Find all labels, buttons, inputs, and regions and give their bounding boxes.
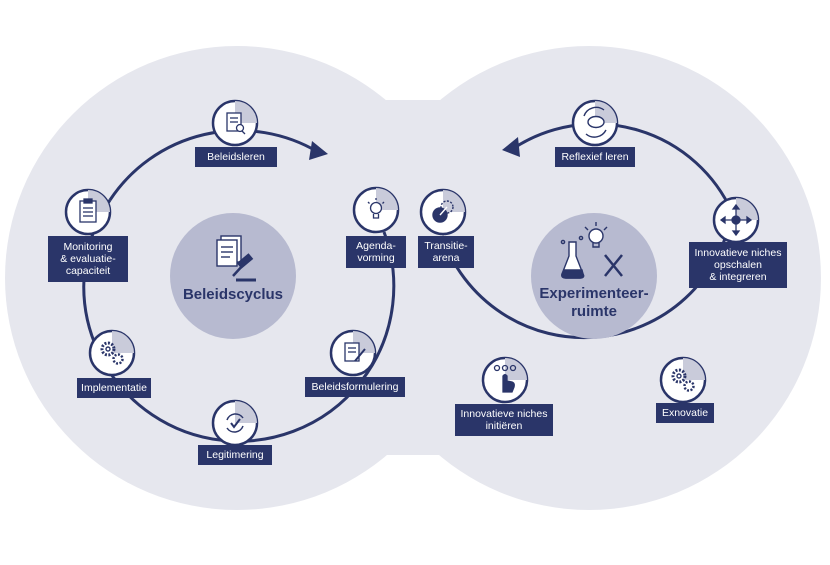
label-transitiearena: Transitie- arena (418, 236, 474, 268)
node-circle-agendavorming (352, 186, 400, 234)
left-cycle-arrowhead (309, 141, 328, 160)
clipboard-checklist-icon (79, 198, 97, 223)
target-arrow-icon (432, 200, 454, 223)
node-circle-exnovatie (659, 356, 707, 404)
check-cycle-icon (226, 413, 244, 433)
right-hub-title: Experimenteer- ruimte (539, 285, 649, 320)
right-cycle-arrowhead (502, 137, 520, 157)
label-beleidsleren: Beleidsleren (195, 147, 277, 167)
node-circle-beleidsleren (211, 99, 259, 147)
document-magnifier-icon (226, 112, 246, 135)
node-circle-legitimering (211, 399, 259, 447)
label-reflexief: Reflexief leren (555, 147, 635, 167)
node-circle-transitiearena (419, 188, 467, 236)
label-initieren: Innovatieve niches initiëren (455, 404, 553, 436)
right-hub-circle (531, 213, 657, 339)
thought-cycle-icon (583, 106, 607, 138)
label-opschalen: Innovatieve niches opschalen & integrere… (689, 242, 787, 288)
gears-icon (671, 368, 695, 392)
documents-gavel-icon (216, 235, 256, 282)
compass-arrows-icon (719, 203, 753, 237)
label-legitimering: Legitimering (198, 445, 272, 465)
label-monitoring: Monitoring & evaluatie- capaciteit (48, 236, 128, 282)
gears-icon (100, 341, 124, 365)
lightbulb-icon (367, 198, 385, 219)
node-circle-monitoring (64, 188, 112, 236)
node-circle-initieren (481, 356, 529, 404)
document-pen-icon (344, 342, 366, 362)
flask-lightbulb-tools-icon (560, 222, 623, 279)
label-exnovatie: Exnovatie (656, 403, 714, 423)
label-beleidsformulering: Beleidsformulering (305, 377, 405, 397)
hand-touch-icon (493, 364, 517, 393)
label-agendavorming: Agenda- vorming (346, 236, 406, 268)
node-circle-implementatie (88, 329, 136, 377)
node-circle-reflexief (571, 99, 619, 147)
node-circle-beleidsformulering (329, 329, 377, 377)
left-hub-title: Beleidscyclus (182, 286, 284, 303)
label-implementatie: Implementatie (77, 378, 151, 398)
node-circle-opschalen (712, 196, 760, 244)
